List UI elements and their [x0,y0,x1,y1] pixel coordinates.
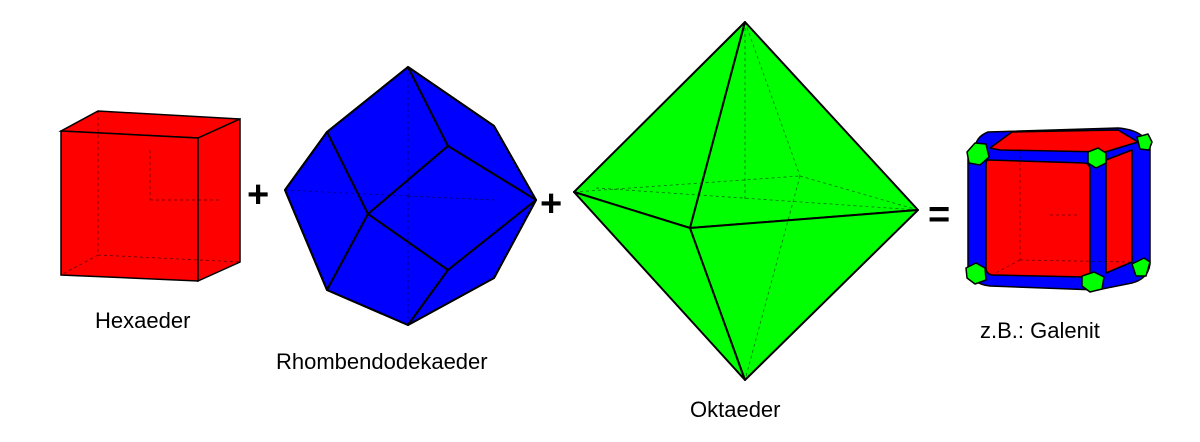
rhombendodekaeder-face-bottom-right [407,199,537,326]
galenit-corner-bottom-mid [1081,271,1105,293]
galenit-corner-top-left [966,142,990,166]
hexaeder-hidden-edges [60,111,241,276]
oktaeder-hidden-edges [573,21,919,381]
galenit-corner-bottom-right [1131,257,1151,277]
label-galenit: z.B.: Galenit [980,318,1100,343]
galenit-corner-top-mid [1087,147,1107,169]
galenit-top-face [989,129,1139,153]
galenit-front-face [985,159,1091,278]
galenit-side-face [1105,149,1133,274]
galenit-corner-top-right [1136,133,1153,151]
equals-operator: = [928,194,951,236]
hexaeder-shape [58,110,241,283]
plus-operator-2: + [540,183,563,225]
oktaeder-face-lower-right [689,209,919,381]
galenit-corner-bottom-left [965,262,987,285]
rhombendodekaeder-shape [284,66,537,326]
label-hexaeder: Hexaeder [95,308,191,333]
hexaeder-front-face [60,130,199,282]
label-rhombendodekaeder: Rhombendodekaeder [276,349,488,374]
plus-operator-1: + [247,174,270,216]
label-oktaeder: Oktaeder [690,397,781,422]
rhombendodekaeder-hidden-edges [284,67,495,325]
galenit-hidden-edges [989,150,1131,277]
galenit-shape [965,127,1153,293]
oktaeder-shape [573,21,919,381]
